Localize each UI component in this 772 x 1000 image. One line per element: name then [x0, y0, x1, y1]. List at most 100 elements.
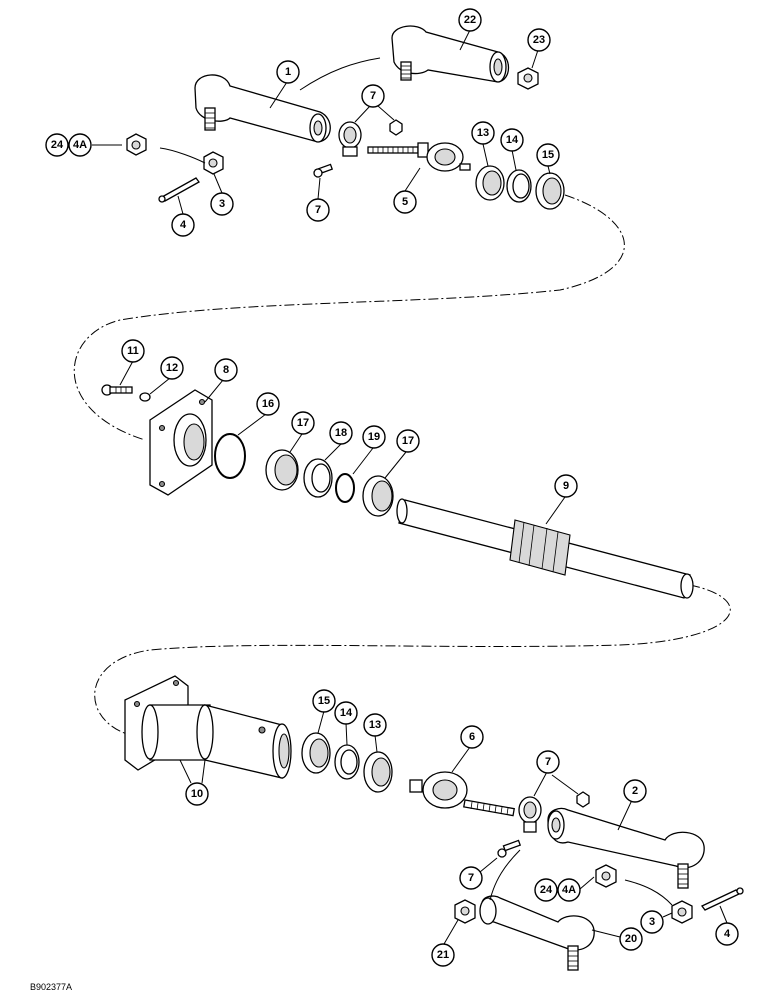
- callout-13-upper: 13: [471, 121, 495, 145]
- callout-4-upper: 4: [171, 213, 195, 237]
- nut-23: [454, 899, 476, 924]
- inner-tie-rod-5: [367, 142, 471, 172]
- castle-nut-3-lower: [671, 900, 693, 924]
- callout-23: 21: [431, 943, 455, 967]
- figure-reference-code: B902377A: [30, 982, 72, 992]
- seal-13-upper: [475, 165, 505, 201]
- svg-text:14: 14: [340, 707, 353, 719]
- callout-7-lower-b: 7: [459, 866, 483, 890]
- svg-text:14: 14: [506, 134, 519, 146]
- tie-rod-end-2: [547, 807, 705, 889]
- o-ring-19: [335, 473, 355, 503]
- cylinder-barrel-10: [124, 675, 292, 779]
- dashed-assembly-path-2: [94, 584, 731, 736]
- lock-nut-24-lower: [595, 864, 617, 888]
- callout-7-lower-a: 7: [536, 750, 560, 774]
- svg-text:6: 6: [469, 731, 475, 743]
- svg-text:15: 15: [318, 695, 330, 707]
- piston-rod-9: [396, 498, 694, 599]
- svg-text:7: 7: [545, 756, 551, 768]
- callout-9: 9: [554, 474, 578, 498]
- callout-6: 6: [460, 725, 484, 749]
- cotter-pin-4-upper: [158, 177, 200, 203]
- svg-text:12: 12: [166, 362, 178, 374]
- bushing-15-lower: [301, 732, 331, 774]
- o-ring-16: [214, 433, 246, 479]
- svg-text:2: 2: [632, 785, 638, 797]
- leader-arc-24-3-upper: [159, 147, 206, 164]
- svg-text:19: 19: [368, 431, 380, 443]
- callout-21: 23: [527, 28, 551, 52]
- callout-11: 11: [121, 339, 145, 363]
- bearing-17-left: [265, 449, 299, 491]
- svg-text:18: 18: [335, 427, 347, 439]
- cotter-pin-4-lower: [701, 887, 744, 911]
- svg-text:4: 4: [724, 928, 731, 940]
- svg-text:7: 7: [370, 90, 376, 102]
- svg-text:8: 8: [223, 364, 229, 376]
- svg-text:13: 13: [477, 127, 489, 139]
- callout-10: 10: [185, 782, 209, 806]
- svg-text:16: 16: [262, 398, 274, 410]
- callout-20: 22: [458, 8, 482, 32]
- leader-lines: [92, 29, 728, 945]
- svg-text:10: 10: [191, 788, 203, 800]
- svg-text:11: 11: [127, 345, 139, 357]
- callout-19: 19: [362, 425, 386, 449]
- clamp-7-upper: [338, 121, 362, 157]
- svg-text:7: 7: [315, 204, 321, 216]
- svg-text:1: 1: [285, 66, 291, 78]
- svg-text:22: 22: [464, 14, 476, 26]
- callout-4A-lower: 4A: [557, 878, 581, 902]
- svg-text:9: 9: [563, 480, 569, 492]
- svg-text:13: 13: [369, 719, 381, 731]
- callout-7-upper-a: 7: [361, 84, 385, 108]
- callout-22: 20: [619, 927, 643, 951]
- callout-3-upper: 3: [210, 192, 234, 216]
- clamp-7-lower: [518, 796, 542, 833]
- callout-8: 8: [214, 358, 238, 382]
- callout-17-right: 17: [396, 429, 420, 453]
- callout-13-lower: 13: [363, 713, 387, 737]
- callout-14-lower: 14: [334, 701, 358, 725]
- clamp-bolt-7-upper: [313, 163, 334, 178]
- tie-rod-end-22: [479, 895, 595, 971]
- clamp-bolt-7-lower: [497, 839, 522, 858]
- svg-text:4A: 4A: [73, 139, 87, 151]
- nut-21: [517, 67, 539, 90]
- assembly-arc-2-22: [489, 849, 521, 901]
- svg-text:15: 15: [542, 149, 554, 161]
- svg-text:4: 4: [180, 219, 187, 231]
- washer-14-lower: [334, 744, 360, 780]
- callout-15-lower: 15: [312, 689, 336, 713]
- callout-7-upper-b: 7: [306, 198, 330, 222]
- svg-text:4A: 4A: [562, 884, 576, 896]
- seal-13-lower: [363, 751, 393, 793]
- castle-nut-3-upper: [203, 151, 224, 175]
- callout-24-lower: 24: [534, 878, 558, 902]
- callout-2: 2: [623, 779, 647, 803]
- washer-14-upper: [506, 169, 532, 203]
- callout-1: 1: [276, 60, 300, 84]
- leader-arc-24-3-lower: [624, 879, 673, 906]
- callout-4-lower: 4: [715, 922, 739, 946]
- callout-3-lower: 3: [640, 910, 664, 934]
- tie-rod-end-20: [391, 25, 510, 83]
- callout-16: 16: [256, 392, 280, 416]
- bushing-15-upper: [535, 172, 565, 210]
- svg-text:5: 5: [402, 196, 408, 208]
- lock-nut-24-upper: [126, 133, 147, 156]
- svg-text:20: 20: [625, 933, 637, 945]
- svg-text:3: 3: [649, 916, 655, 928]
- callout-5: 5: [393, 190, 417, 214]
- svg-text:21: 21: [437, 949, 449, 961]
- callout-12: 12: [160, 356, 184, 380]
- svg-text:7: 7: [468, 872, 474, 884]
- tie-rod-end-1: [194, 74, 331, 143]
- callout-18: 18: [329, 421, 353, 445]
- seal-18: [303, 458, 333, 498]
- callout-24-upper: 24: [45, 133, 69, 157]
- clamp-nut-7-upper: [389, 119, 403, 136]
- svg-text:23: 23: [533, 34, 545, 46]
- washer-12: [139, 392, 151, 402]
